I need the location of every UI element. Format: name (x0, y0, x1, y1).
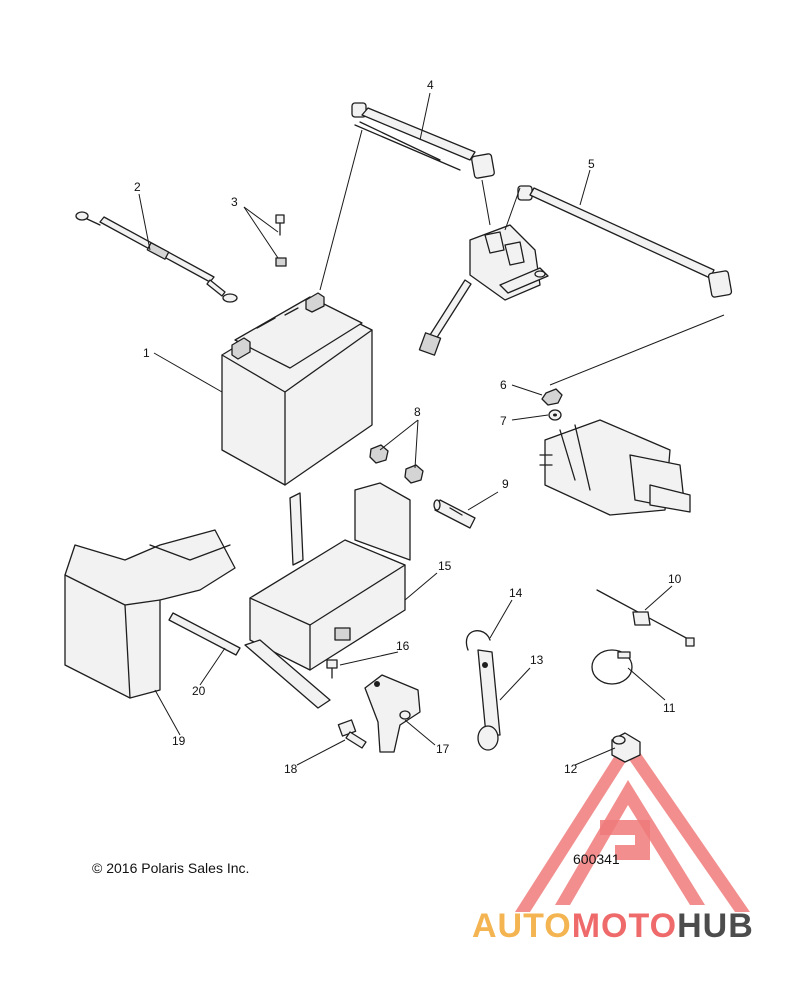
battery-strap (465, 630, 501, 751)
cable-tie-mount (596, 589, 695, 647)
tray-bolt (326, 659, 338, 679)
callout-18: 18 (284, 762, 298, 776)
callout-15: 15 (438, 559, 452, 573)
battery-cover (64, 529, 236, 699)
callout-17: 17 (436, 742, 450, 756)
negative-cable (75, 211, 238, 303)
battery-tray (244, 482, 411, 709)
flange-nuts (369, 444, 424, 484)
callout-12: 12 (564, 762, 578, 776)
callout-1: 1 (143, 346, 150, 360)
cable-tie (591, 649, 633, 685)
starter-cable (517, 185, 733, 298)
callout-10: 10 (668, 572, 682, 586)
callout-16: 16 (396, 639, 410, 653)
positive-cable (351, 102, 495, 179)
callout-20: 20 (192, 684, 206, 698)
starter-motor (539, 419, 691, 516)
nut-and-washer (541, 388, 563, 421)
leader-lines (138, 92, 725, 766)
callout-7: 7 (500, 414, 507, 428)
watermark-moto: MOTO (572, 907, 677, 945)
starter-solenoid (418, 224, 549, 356)
watermark-logo (515, 735, 750, 912)
callout-11: 11 (663, 701, 676, 715)
mounting-bracket (364, 674, 421, 753)
battery (221, 292, 373, 486)
callout-2: 2 (134, 180, 141, 194)
callout-5: 5 (588, 157, 595, 171)
terminal-boot (611, 732, 641, 763)
watermark-auto: AUTO (472, 907, 572, 945)
fuse (433, 499, 476, 529)
callout-9: 9 (502, 477, 509, 491)
watermark-hub: HUB (677, 907, 754, 945)
copyright-notice: © 2016 Polaris Sales Inc. (92, 860, 249, 876)
battery-bolt (275, 214, 287, 267)
callout-8: 8 (414, 405, 421, 419)
diagram-number: 600341 (573, 851, 620, 867)
cover-rod (168, 612, 241, 656)
callout-6: 6 (500, 378, 507, 392)
callout-19: 19 (172, 734, 186, 748)
callout-labels: 1 2 3 4 5 6 7 8 9 10 11 12 13 14 15 16 1… (134, 78, 682, 776)
bracket-bolt (337, 719, 367, 749)
callout-3: 3 (231, 195, 238, 209)
callout-13: 13 (530, 653, 544, 667)
callout-4: 4 (427, 78, 434, 92)
watermark-text: AUTOMOTOHUB (472, 907, 754, 945)
callout-14: 14 (509, 586, 523, 600)
